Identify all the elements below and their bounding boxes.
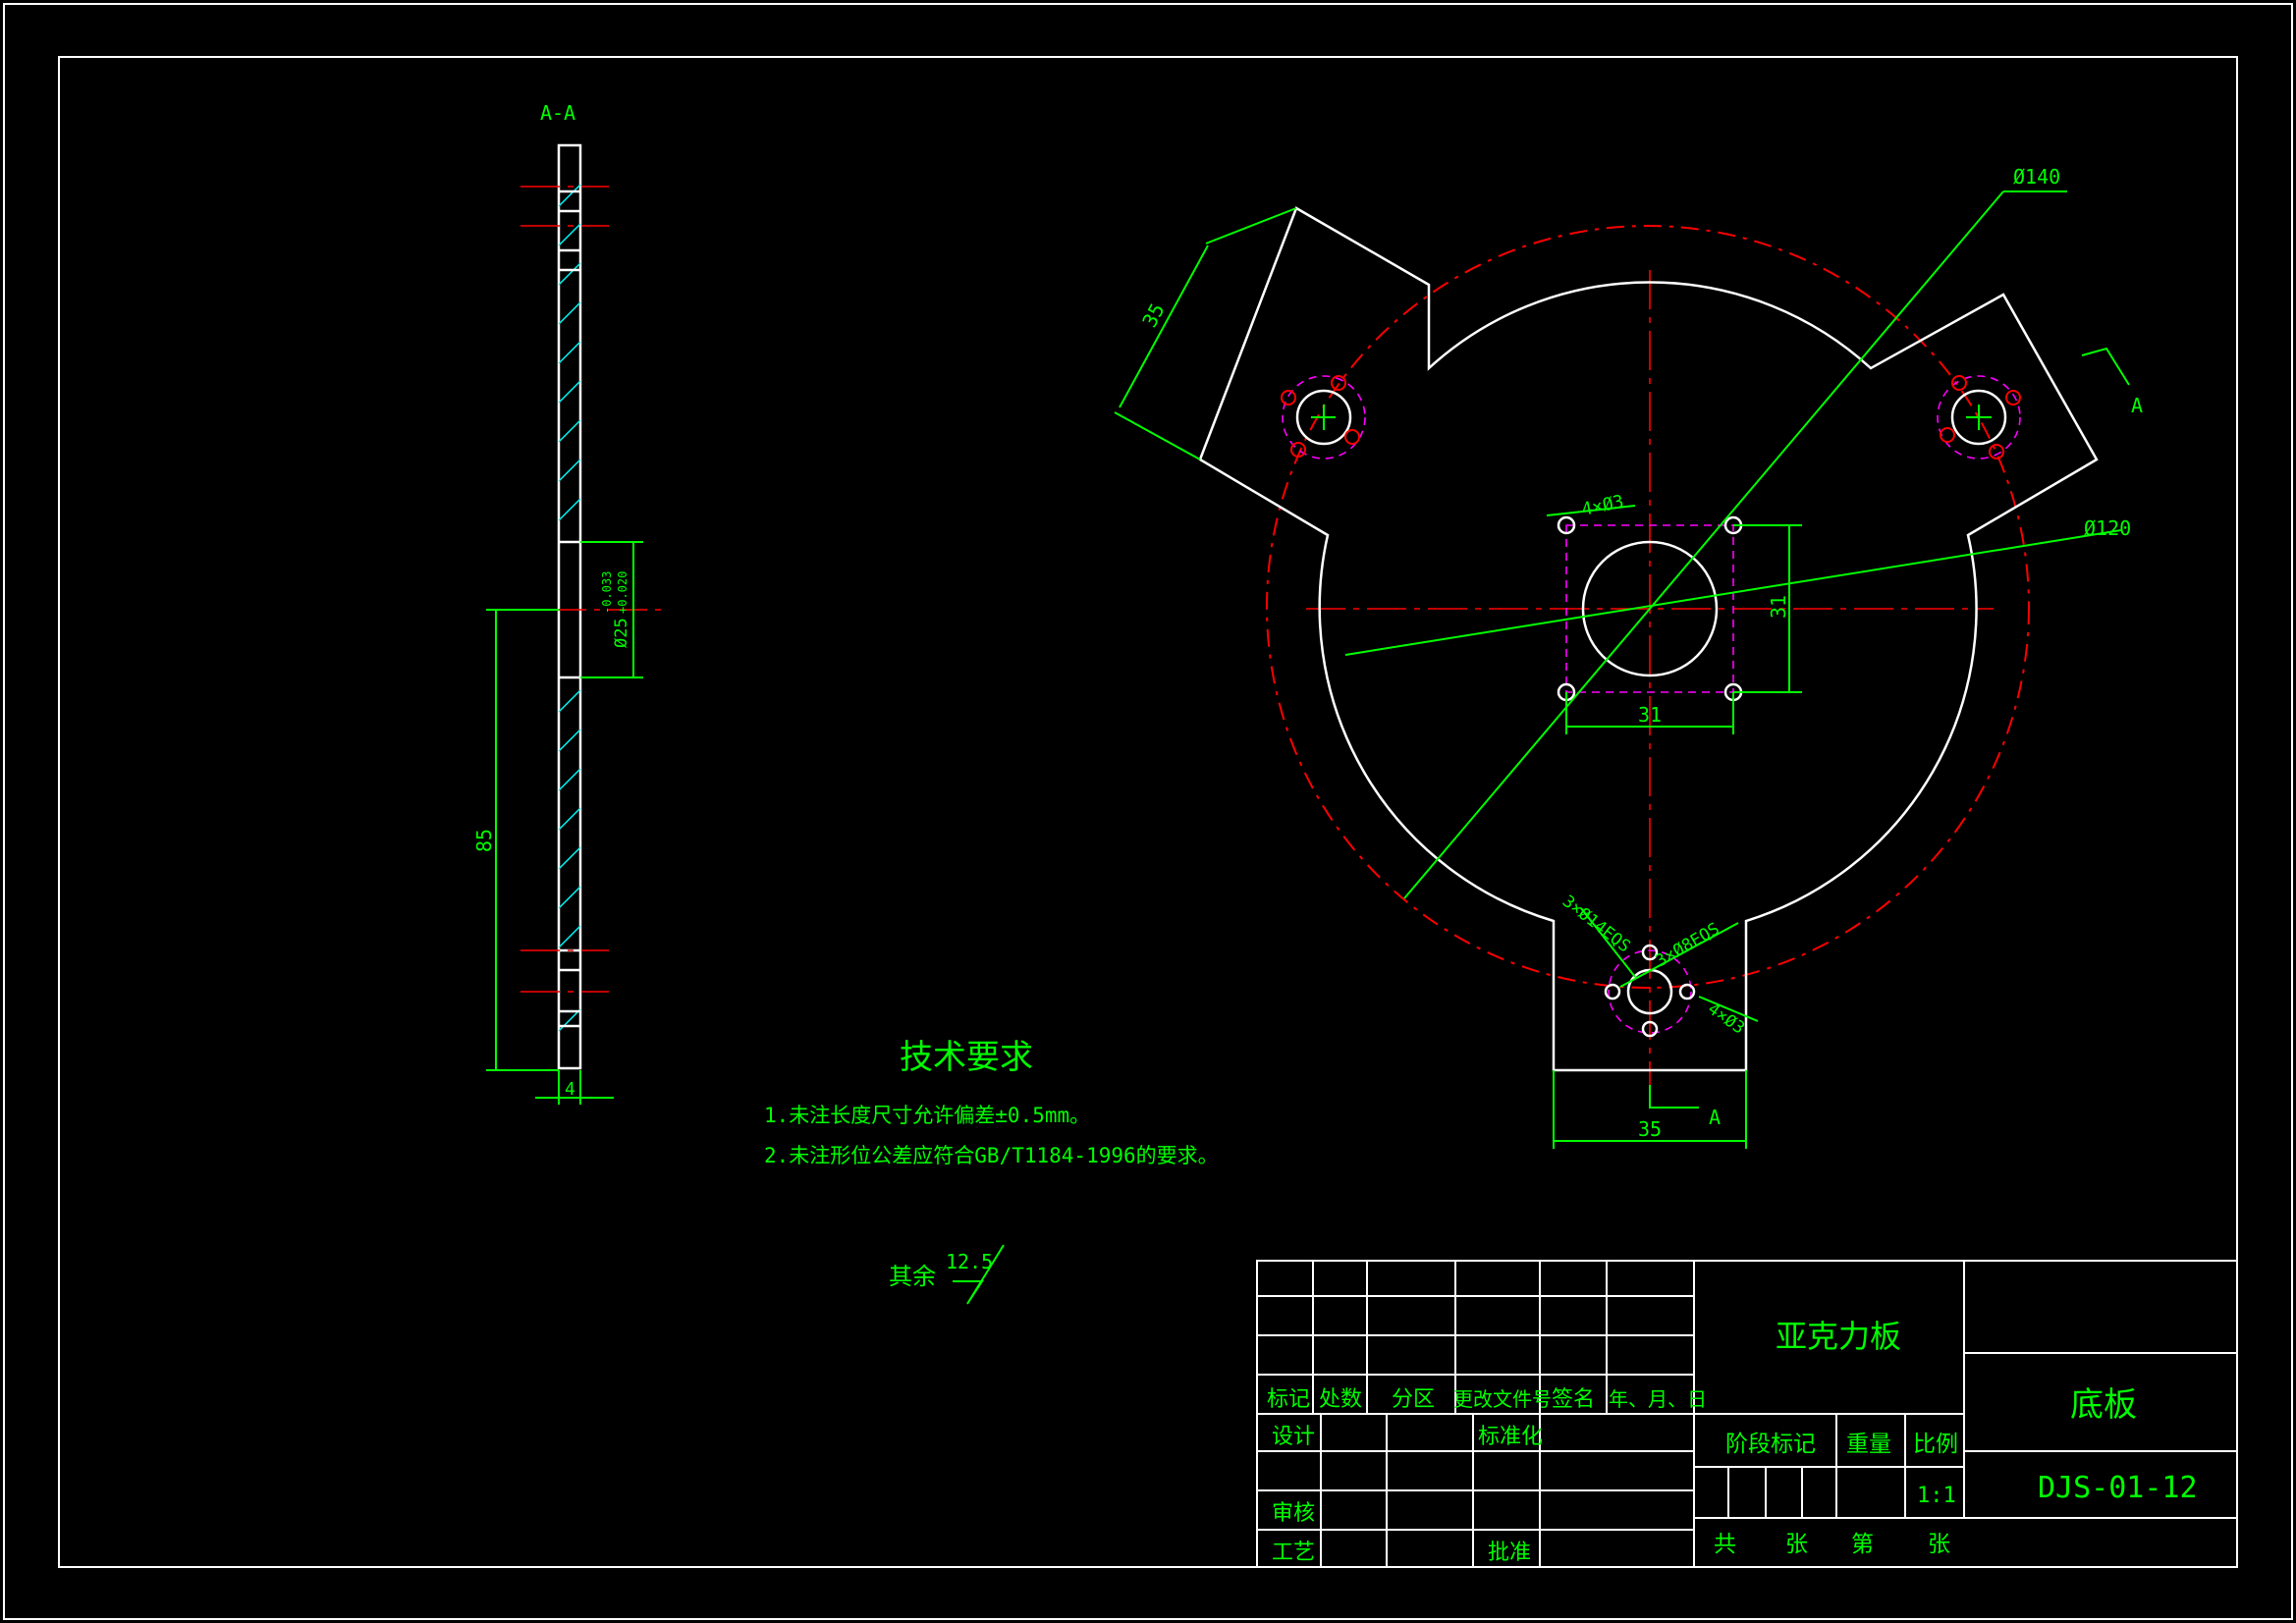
technical-requirements: 技术要求 1.未注长度尺寸允许偏差±0.5mm。 2.未注形位公差应符合GB/T…	[764, 1038, 1219, 1167]
hdr-date: 年、月、日	[1609, 1387, 1707, 1411]
plan-view: Ø140 Ø120 35 4×Ø3 31 31 3×Ø14EQS 3×Ø8EQS…	[1114, 165, 2143, 1149]
tech-req-item-2: 2.未注形位公差应符合GB/T1184-1996的要求。	[764, 1144, 1219, 1167]
material-label: 亚克力板	[1776, 1318, 1901, 1355]
weight-label: 重量	[1846, 1432, 1891, 1457]
holes-3x14-label: 3×Ø14EQS	[1558, 892, 1634, 956]
number-label: 第	[1851, 1532, 1874, 1557]
dia-120-label: Ø120	[2084, 516, 2131, 540]
title-block: 标记 处数 分区 更改文件号 签名 年、月、日 设计 标准化 审核 工艺 批准 …	[1256, 1260, 2238, 1568]
designer-label: 设计	[1272, 1425, 1315, 1449]
roughness-symbol: 其余 12.5	[889, 1244, 1005, 1305]
hdr-count: 处数	[1319, 1387, 1362, 1412]
hdr-sign: 签名	[1552, 1387, 1595, 1412]
bore-tol-lower: +0.020	[616, 571, 629, 614]
approve-label: 批准	[1488, 1541, 1531, 1565]
outer-border	[3, 3, 2293, 1620]
square-31-bottom-label: 31	[1638, 703, 1662, 727]
holes-4x3-bottom-label: 4×Ø3	[1704, 1000, 1748, 1039]
section-view-a-a: A-A	[472, 101, 663, 1105]
roughness-value: 12.5	[946, 1250, 993, 1273]
square-hole	[1557, 515, 1576, 535]
bottom-35-label: 35	[1638, 1117, 1662, 1141]
view-a-right: A	[2131, 394, 2143, 417]
left-arm-holes	[1281, 375, 1366, 460]
process-label: 工艺	[1272, 1541, 1315, 1565]
review-label: 审核	[1272, 1501, 1315, 1526]
center-bore	[1581, 540, 1719, 677]
mount-square	[1565, 524, 1734, 693]
part-name: 底板	[2070, 1385, 2137, 1425]
pcd-140-circle	[1266, 225, 2030, 989]
hdr-mark: 标记	[1267, 1387, 1310, 1412]
hdr-zone: 分区	[1392, 1387, 1435, 1412]
standardize-label: 标准化	[1478, 1425, 1543, 1449]
bore-dimension: Ø25	[612, 618, 631, 648]
stage-mark-label: 阶段标记	[1725, 1432, 1816, 1457]
length-85-dimension: 85	[472, 829, 496, 852]
right-arm-holes	[1937, 375, 2021, 460]
dia-140-label: Ø140	[2013, 165, 2060, 189]
hdr-doc-no: 更改文件号	[1453, 1387, 1552, 1411]
roughness-label: 其余	[889, 1263, 936, 1290]
section-label: A-A	[540, 101, 575, 125]
sheets-label: 张	[1785, 1532, 1808, 1557]
tech-req-item-1: 1.未注长度尺寸允许偏差±0.5mm。	[764, 1104, 1090, 1127]
thickness-4-dimension: 4	[565, 1079, 575, 1100]
scale-value: 1:1	[1917, 1484, 1956, 1508]
square-31-right-label: 31	[1767, 595, 1790, 619]
tech-req-title: 技术要求	[900, 1038, 1033, 1077]
sheets2-label: 张	[1928, 1532, 1950, 1557]
inner-frame	[58, 56, 2238, 1568]
section-plate	[557, 143, 582, 1070]
section-hatch	[558, 184, 581, 1032]
ratio-label: 比例	[1913, 1432, 1958, 1457]
holes-3x8-label: 3×Ø8EQS	[1653, 919, 1723, 971]
total-label: 共	[1714, 1532, 1736, 1557]
view-a-bottom: A	[1709, 1106, 1721, 1129]
drawing-number: DJS-01-12	[2038, 1471, 2198, 1505]
holes-4x3-top-label: 4×Ø3	[1580, 491, 1626, 520]
plate-outline	[1198, 206, 2099, 1072]
bore-tol-upper: -0.033	[600, 571, 614, 614]
